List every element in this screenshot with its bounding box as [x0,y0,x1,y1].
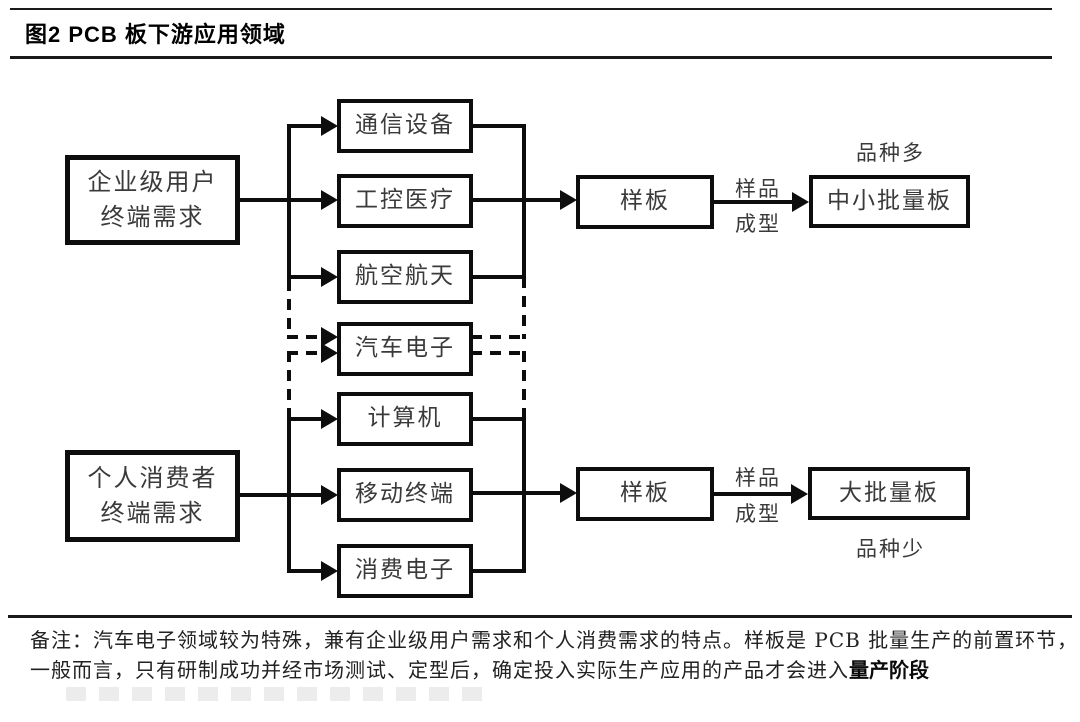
app-box-computer: 计算机 [337,392,473,446]
connector-to-industrial [287,198,323,202]
dashed-trunk-consumer-auto [287,351,291,417]
footer-rule [8,615,1072,618]
arrow-label-sample-top: 样品 [735,177,781,201]
faded-text-artifact [66,687,486,701]
connector-consumer-out [238,493,290,497]
app-box-communication: 通信设备 [337,99,473,153]
footnote-text1: 汽车电子领域较为特殊，兼有企业级用户需求和个人消费需求的特点。样板是 PCB 批… [93,628,1079,652]
app-box-aerospace: 航空航天 [337,250,473,304]
connector-sample-to-large-batch [712,492,793,496]
arrowhead-large-batch [791,484,808,504]
app-box-industrial-medical: 工控医疗 [337,174,473,228]
connector-sample-to-small-batch [712,200,794,204]
collector-trunk-lower [522,417,526,573]
collector-consumer-electronics [471,569,526,573]
app-label-communication: 通信设备 [355,112,455,139]
arrowhead-small-batch [792,192,809,212]
annotation-few-varieties: 品种少 [856,537,925,561]
dashed-connector-enterprise-auto [287,335,323,339]
annotation-many-varieties: 品种多 [856,141,925,165]
sample-box-bottom: 样板 [576,467,714,521]
app-label-aerospace: 航空航天 [355,263,455,290]
footnote-line1: 备注：汽车电子领域较为特殊，兼有企业级用户需求和个人消费需求的特点。样板是 PC… [30,624,1078,653]
arrow-label-sample-bottom: 样品 [735,466,781,490]
source-enterprise-line2: 终端需求 [100,203,205,231]
arrowhead-communication [321,116,338,136]
arrowhead-mobile [321,485,338,505]
output-label-small-batch: 中小批量板 [827,187,952,214]
arrowhead-industrial [321,190,338,210]
app-box-automotive: 汽车电子 [337,322,473,376]
arrow-label-forming-top: 成型 [735,212,781,236]
sample-label-bottom: 样板 [620,480,670,507]
sample-box-top: 样板 [576,175,714,229]
collector-industrial-to-sample [471,198,563,202]
footnote-text2: 一般而言，只有研制成功并经市场测试、定型后，确定投入实际生产应用的产品才会进入 [30,658,849,682]
collector-mobile-to-sample [471,491,563,495]
app-box-consumer-electronics: 消费电子 [337,544,473,598]
sample-label-top: 样板 [620,188,670,215]
app-label-computer: 计算机 [367,405,443,432]
source-box-consumer: 个人消费者 终端需求 [65,450,240,542]
header-top-rule [10,8,1052,10]
app-label-consumer-electronics: 消费电子 [355,557,455,584]
output-label-large-batch: 大批量板 [839,479,939,506]
dashed-connector-consumer-auto [287,351,323,355]
connector-to-aerospace [287,275,323,279]
arrowhead-auto-upper [321,327,338,347]
dashed-auto-out-lower [471,351,526,355]
collector-communication [471,124,526,128]
source-enterprise-line1: 企业级用户 [87,168,218,197]
source-consumer-line2: 终端需求 [100,499,205,527]
output-box-small-batch: 中小批量板 [809,175,970,228]
connector-to-communication [287,124,323,128]
collector-computer [471,417,526,421]
footnote-line2: 一般而言，只有研制成功并经市场测试、定型后，确定投入实际生产应用的产品才会进入量… [30,654,929,683]
arrowhead-auto-lower [321,343,338,363]
app-label-industrial-medical: 工控医疗 [355,187,455,214]
collector-aerospace [471,275,526,279]
footnote-bold-ending: 量产阶段 [849,660,929,682]
connector-enterprise-trunk [287,124,291,280]
output-box-large-batch: 大批量板 [808,467,970,520]
header-bottom-rule [10,56,1052,59]
footnote-prefix: 备注： [30,628,93,652]
app-box-mobile: 移动终端 [337,468,473,522]
app-label-automotive: 汽车电子 [355,335,455,362]
source-box-enterprise: 企业级用户 终端需求 [65,155,240,245]
collector-trunk-upper [522,124,526,279]
app-label-mobile: 移动终端 [355,481,455,508]
arrowhead-aerospace [321,267,338,287]
arrowhead-consumer-electronics [321,561,338,581]
source-consumer-line1: 个人消费者 [87,464,218,493]
figure-title: 图2 PCB 板下游应用领域 [25,22,286,47]
connector-to-mobile [287,493,323,497]
dashed-auto-out-upper [471,335,526,339]
connector-to-consumer-electronics [287,569,323,573]
dashed-collector-upper [522,277,526,339]
arrowhead-computer [321,409,338,429]
arrow-label-forming-bottom: 成型 [735,502,781,526]
dashed-trunk-enterprise-auto [287,280,291,337]
connector-to-computer [287,417,323,421]
dashed-collector-lower [522,351,526,419]
connector-enterprise-out [238,198,290,202]
arrowhead-sample-top [560,190,577,210]
arrowhead-sample-bottom [560,483,577,503]
